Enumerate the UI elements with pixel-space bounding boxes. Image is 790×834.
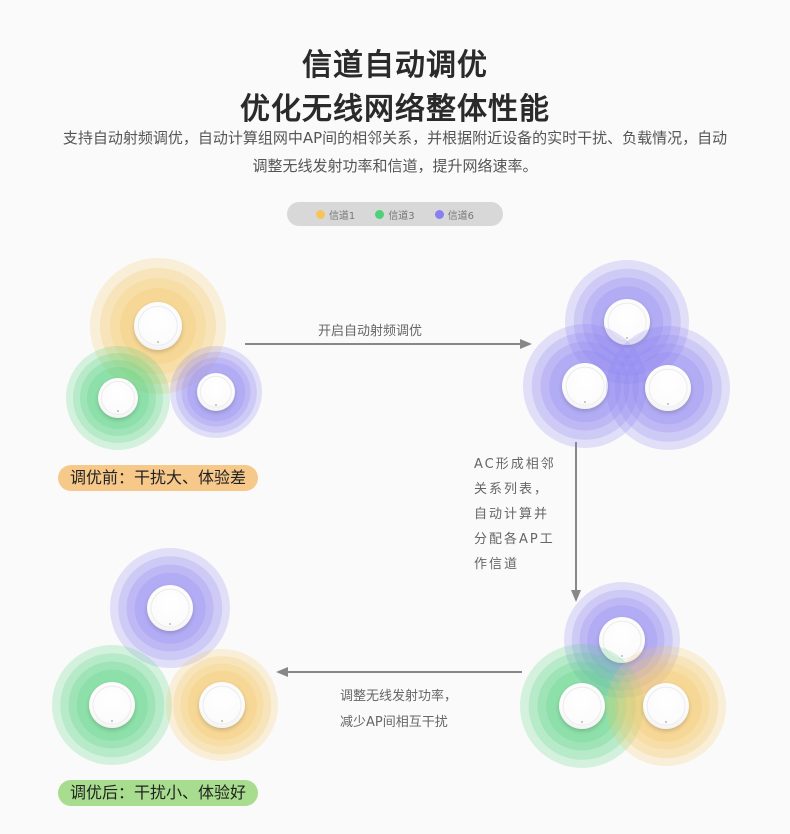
- access-point-icon: [199, 682, 245, 728]
- access-point-icon: [134, 302, 182, 350]
- access-point-icon: [599, 617, 645, 663]
- access-point-led: [584, 400, 586, 403]
- channel3-dot-icon: [375, 209, 385, 219]
- access-point-rim: [92, 685, 132, 725]
- access-point-led: [117, 410, 119, 413]
- access-point-icon: [98, 378, 138, 418]
- step3-text: 调整无线发射功率， 减少AP间相互干扰: [340, 684, 457, 736]
- access-point-icon: [147, 585, 193, 631]
- access-point-icon: [197, 373, 235, 411]
- access-point-rim: [646, 686, 686, 726]
- access-point-rim: [199, 375, 233, 409]
- access-point-led: [111, 719, 113, 722]
- step1-label: 开启自动射频调优: [318, 324, 423, 339]
- access-point-led: [215, 403, 217, 406]
- access-point-icon: [559, 683, 605, 729]
- access-point-rim: [565, 366, 605, 406]
- legend-item-channel3: 信道3: [375, 207, 415, 222]
- access-point-rim: [202, 685, 242, 725]
- access-point-led: [221, 719, 223, 722]
- legend-item-channel1: 信道1: [315, 207, 356, 222]
- access-point-led: [667, 402, 669, 405]
- step2-line: 自动计算并: [474, 507, 550, 522]
- channel1-dot-icon: [315, 209, 325, 219]
- step2-line: 分配各AP工: [474, 532, 555, 547]
- access-point-rim: [602, 620, 642, 660]
- access-point-rim: [607, 302, 647, 342]
- access-point-led: [626, 336, 628, 339]
- access-point-rim: [137, 305, 179, 347]
- step2-line: AC形成相邻: [474, 457, 556, 472]
- access-point-rim: [101, 381, 135, 415]
- access-point-led: [665, 720, 667, 723]
- access-point-led: [621, 654, 623, 657]
- step2-line: 关系列表，: [474, 482, 550, 497]
- access-point-led: [581, 720, 583, 723]
- channel-legend: 信道1 信道3 信道6: [287, 202, 503, 226]
- legend-label: 信道6: [447, 210, 475, 222]
- title-line-2: 优化无线网络整体性能: [240, 92, 550, 127]
- step3-line: 减少AP间相互干扰: [340, 715, 448, 730]
- access-point-rim: [150, 588, 190, 628]
- access-point-icon: [643, 683, 689, 729]
- description: 支持自动射频调优，自动计算组网中AP间的相邻关系，并根据附近设备的实时干扰、负载…: [62, 129, 728, 175]
- legend-label: 信道1: [328, 210, 356, 222]
- access-point-rim: [648, 368, 688, 408]
- access-point-led: [157, 341, 159, 344]
- access-point-icon: [604, 299, 650, 345]
- step2-line: 作信道: [474, 557, 520, 572]
- step3-line: 调整无线发射功率，: [340, 689, 458, 704]
- access-point-icon: [89, 682, 135, 728]
- access-point-led: [169, 622, 171, 625]
- channel6-dot-icon: [434, 209, 444, 219]
- access-point-icon: [562, 363, 608, 409]
- access-point-rim: [562, 686, 602, 726]
- before-badge: 调优前：干扰大、体验差: [58, 465, 259, 491]
- legend-label: 信道3: [388, 210, 415, 222]
- step2-text: AC形成相邻 关系列表， 自动计算并 分配各AP工 作信道: [474, 452, 556, 577]
- title-line-1: 信道自动调优: [302, 48, 488, 83]
- legend-item-channel6: 信道6: [434, 207, 475, 222]
- access-point-icon: [645, 365, 691, 411]
- after-badge: 调优后：干扰小、体验好: [58, 780, 259, 806]
